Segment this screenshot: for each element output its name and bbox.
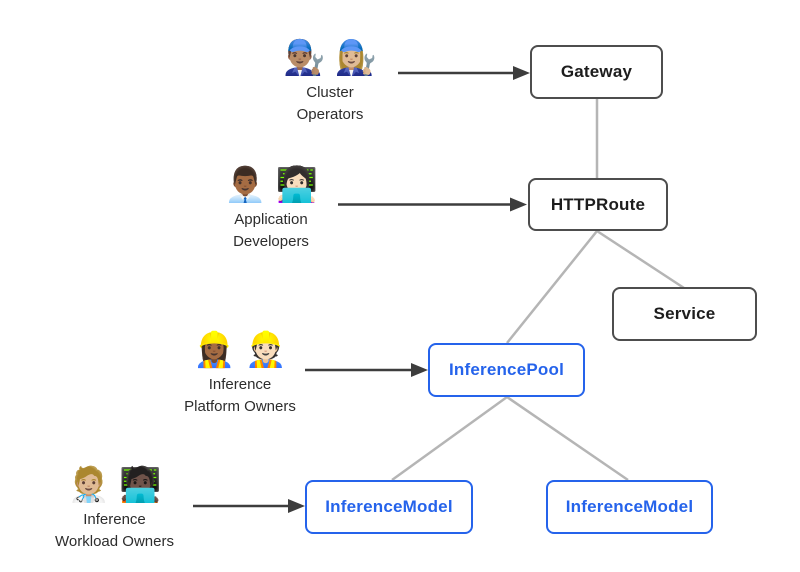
persona-application-developers: 👨🏾‍💼 👩🏻‍💻 Application Developers <box>186 163 356 253</box>
application-developers-label-line2: Developers <box>233 233 309 250</box>
application-developers-label: Application Developers <box>186 209 356 253</box>
inference-workload-owners-label-line2: Workload Owners <box>55 533 174 550</box>
node-inferencemodel-2: InferenceModel <box>546 480 713 534</box>
arrow-inference-workload-owners-inferencemodel <box>193 499 305 513</box>
node-httproute-label: HTTPRoute <box>550 194 646 214</box>
node-inferencemodel-2-label: InferenceModel <box>565 497 694 516</box>
inference-workload-owners-workers-icon: 🧑🏼‍⚕️ 🧑🏿‍💻 <box>67 466 162 504</box>
arrow-application-developers-httproute <box>338 197 527 212</box>
edge-inferencepool-inferencemodel-2 <box>506 395 629 482</box>
persona-inference-workload-owners: 🧑🏼‍⚕️ 🧑🏿‍💻 Inference Workload Owners <box>27 463 202 553</box>
node-service-label: Service <box>653 304 716 323</box>
arrow-inference-platform-owners-inferencepool <box>305 363 428 377</box>
node-inferencepool: InferencePool <box>428 343 585 397</box>
cluster-operators-mechanics-icon: 👨🏽‍🔧 👩🏼‍🔧 <box>282 39 378 77</box>
node-gateway-label: Gateway <box>560 62 633 81</box>
node-inferencepool-label: InferencePool <box>448 360 565 379</box>
inference-platform-owners-label: Inference Platform Owners <box>155 374 325 418</box>
node-httproute: HTTPRoute <box>528 178 668 231</box>
application-developers-label-line1: Application <box>234 211 308 228</box>
edge-httproute-inferencepool <box>506 230 598 344</box>
cluster-operators-label-line2: Operators <box>296 106 364 123</box>
inference-workload-owners-label-line1: Inference <box>83 511 146 528</box>
inference-workload-owners-label: Inference Workload Owners <box>27 509 202 553</box>
node-inferencemodel-1: InferenceModel <box>305 480 473 534</box>
node-inferencemodel-1-label: InferenceModel <box>325 497 453 516</box>
arrow-cluster-operators-gateway <box>398 66 530 80</box>
cluster-operators-label: Cluster Operators <box>245 82 415 126</box>
inference-platform-owners-construction-workers-icon: 👷🏾‍♀️ 👷🏻 <box>192 331 288 369</box>
persona-inference-platform-owners: 👷🏾‍♀️ 👷🏻 Inference Platform Owners <box>155 328 325 418</box>
node-service: Service <box>612 287 757 341</box>
persona-cluster-operators: 👨🏽‍🔧 👩🏼‍🔧 Cluster Operators <box>245 36 415 126</box>
application-developers-workers-icon: 👨🏾‍💼 👩🏻‍💻 <box>223 166 319 204</box>
inference-platform-owners-label-line2: Platform Owners <box>184 398 296 415</box>
inference-platform-owners-label-line1: Inference <box>208 376 272 393</box>
edge-inferencepool-inferencemodel-1 <box>391 395 508 482</box>
cluster-operators-label-line1: Cluster <box>306 84 354 101</box>
node-gateway: Gateway <box>530 45 663 99</box>
edge-httproute-service <box>596 229 685 290</box>
